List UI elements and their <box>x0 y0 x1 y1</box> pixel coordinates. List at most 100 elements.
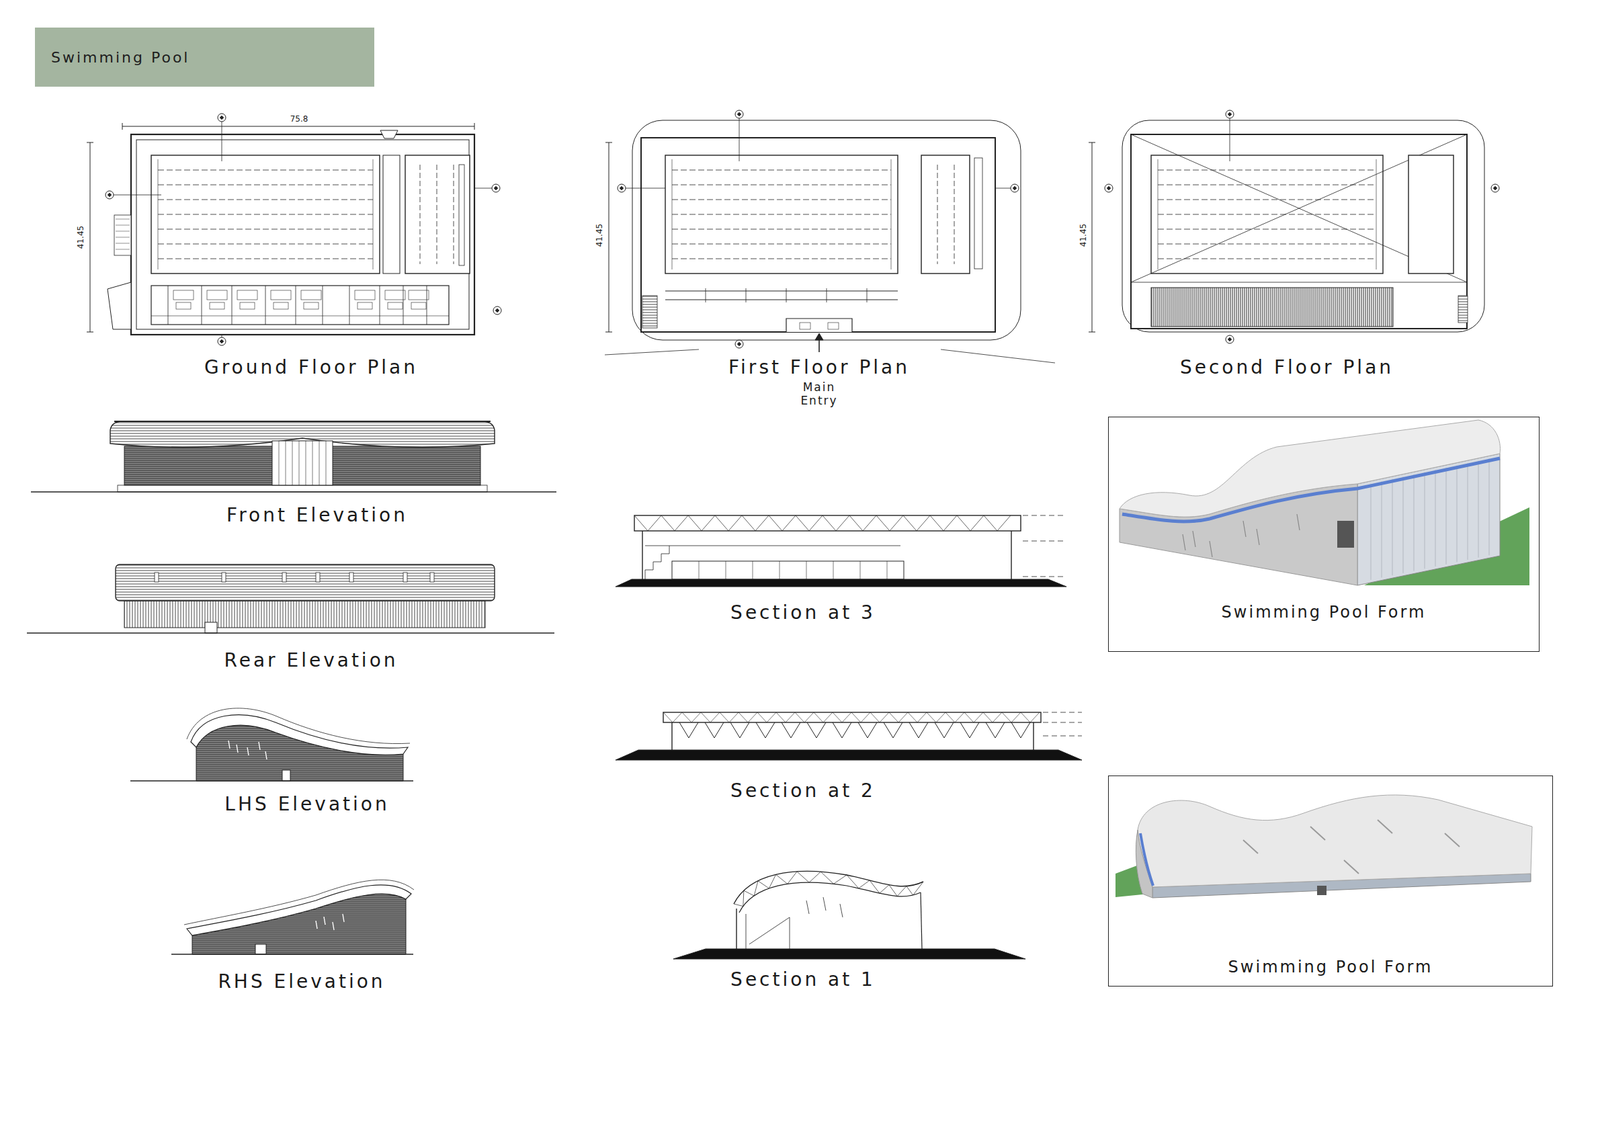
v-support <box>781 722 801 738</box>
lhs-elevation <box>130 708 414 781</box>
slot <box>236 744 238 753</box>
lane-line <box>671 170 892 171</box>
section-marker-tick <box>1106 186 1111 191</box>
section-marker <box>735 110 744 119</box>
lane-line <box>157 184 373 186</box>
lane-line <box>1157 258 1377 260</box>
mullion <box>1446 467 1447 565</box>
drawing-line <box>221 121 223 162</box>
drawing-caption: Rear Elevation <box>223 649 398 672</box>
drawing-line <box>698 561 700 580</box>
lane-line <box>157 170 373 171</box>
roof-shell <box>190 714 408 755</box>
dimension-label: 75.8 <box>290 114 309 124</box>
partition <box>167 285 169 325</box>
seating-slope <box>749 917 790 945</box>
slot <box>1243 520 1246 537</box>
roof-light <box>403 572 408 582</box>
drawing-caption: RHS Elevation <box>217 970 386 994</box>
section-2 <box>615 712 1082 761</box>
entry-arrow <box>818 338 820 353</box>
drawing-line <box>115 219 130 220</box>
v-support <box>832 722 852 738</box>
lane-line <box>1157 170 1377 171</box>
door <box>255 944 267 955</box>
mullion <box>1435 469 1437 567</box>
column <box>1010 530 1012 580</box>
roof-light <box>221 572 226 582</box>
entry-detail <box>799 322 811 330</box>
drawing-caption: Section at 2 <box>730 779 876 803</box>
drawing-caption: Section at 3 <box>730 601 876 625</box>
ground-line <box>604 349 699 355</box>
slot <box>228 740 230 749</box>
fixture <box>206 290 228 300</box>
v-support <box>755 722 775 738</box>
drawing-line <box>299 440 300 486</box>
slot <box>823 897 826 911</box>
wall <box>745 913 747 949</box>
roof-shell <box>1119 419 1501 517</box>
pool-end <box>671 159 673 270</box>
slot <box>258 741 261 750</box>
slot <box>806 900 810 914</box>
mullion <box>1370 483 1372 580</box>
drawing-caption: LHS Elevation <box>224 792 390 816</box>
lane-line <box>157 243 373 245</box>
roof-outer <box>733 870 924 904</box>
second-floor-plan <box>1088 110 1500 344</box>
lane-line <box>1157 184 1377 186</box>
partition <box>379 285 381 325</box>
mullion <box>1489 458 1490 556</box>
fixture <box>273 302 289 310</box>
stair <box>645 545 670 580</box>
slot <box>1182 534 1186 551</box>
render-1 <box>1119 419 1530 586</box>
drawing-line <box>151 315 449 317</box>
roof-truss <box>663 712 1041 723</box>
gallery-line <box>665 290 898 292</box>
partition <box>426 285 428 325</box>
drawing-line <box>995 188 1011 189</box>
door <box>204 622 218 634</box>
ground-line <box>940 349 1056 363</box>
entry-porch <box>786 318 853 332</box>
ground-line <box>130 780 414 782</box>
slot <box>1256 528 1260 545</box>
slot <box>332 921 334 931</box>
outer-wall <box>131 134 475 335</box>
fixture <box>239 302 255 310</box>
roof-outline <box>1122 120 1485 332</box>
slot <box>1343 860 1359 874</box>
service-rooms <box>671 561 904 580</box>
column <box>641 530 643 580</box>
v-support <box>934 722 954 738</box>
drawing-line <box>705 288 707 303</box>
level-line <box>1042 722 1082 724</box>
fixture <box>270 290 291 300</box>
slot <box>1377 819 1393 834</box>
door <box>282 770 291 781</box>
ground-fill <box>615 749 1082 761</box>
drawing-line <box>474 188 492 189</box>
ground-line <box>171 953 414 955</box>
v-support <box>909 722 929 738</box>
roof-arc <box>186 708 410 744</box>
pool-outline <box>151 155 380 274</box>
section-marker-tick <box>737 112 742 117</box>
section-marker-tick <box>1227 112 1232 117</box>
partition <box>349 285 351 325</box>
fixture <box>385 290 406 300</box>
pool-end <box>1157 159 1159 270</box>
dimension-line <box>608 142 610 332</box>
section-marker-tick <box>1493 186 1498 191</box>
drawing-caption: Ground Floor Plan <box>204 356 418 380</box>
fixture <box>173 290 194 300</box>
mullion <box>1381 481 1383 578</box>
first-floor-plan <box>604 110 1056 363</box>
slot <box>1209 540 1213 558</box>
drawing-line <box>725 561 727 580</box>
lane-line <box>436 164 438 265</box>
drawing-line <box>745 288 747 303</box>
void-cross <box>1130 134 1467 283</box>
